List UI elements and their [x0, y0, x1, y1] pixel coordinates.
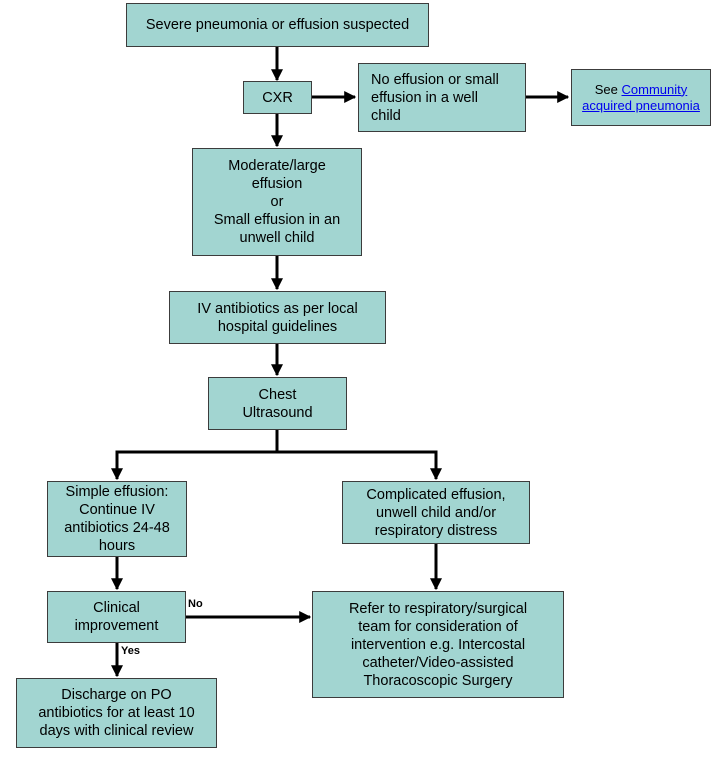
node-no-effusion: No effusion or small effusion in a well … [358, 63, 526, 132]
node-iv-antibiotics: IV antibiotics as per local hospital gui… [169, 291, 386, 344]
see-prefix: See [594, 81, 622, 97]
node-discharge: Discharge on PO antibiotics for at least… [16, 678, 217, 748]
community-acquired-pneumonia-link[interactable]: Community acquired pneumonia [582, 81, 700, 113]
node-complicated-effusion: Complicated effusion, unwell child and/o… [342, 481, 530, 544]
node-cxr: CXR [243, 81, 312, 114]
node-simple-effusion: Simple effusion: Continue IV antibiotics… [47, 481, 187, 557]
label-no: No [188, 598, 203, 610]
arrow-ultrasound-to-simple [111, 450, 277, 481]
node-clinical-improvement: Clinical improvement [47, 591, 186, 643]
arrow-ultrasound-to-complicated [277, 450, 442, 481]
node-severe-pneumonia-suspected: Severe pneumonia or effusion suspected [126, 3, 429, 47]
node-see-community-acquired-pneumonia: See Community acquired pneumonia [571, 69, 711, 126]
node-refer-respiratory-surgical: Refer to respiratory/surgical team for c… [312, 591, 564, 698]
label-yes: Yes [121, 645, 140, 657]
node-moderate-large-effusion: Moderate/large effusion or Small effusio… [192, 148, 362, 256]
node-chest-ultrasound: Chest Ultrasound [208, 377, 347, 430]
